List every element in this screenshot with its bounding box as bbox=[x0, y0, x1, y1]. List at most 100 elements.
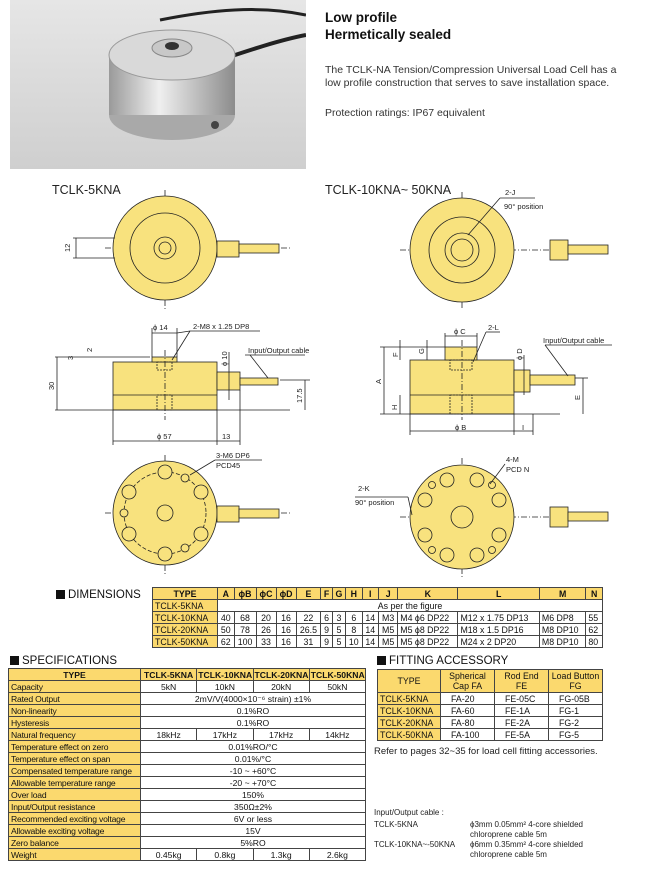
dim-phi57: ϕ 57 bbox=[157, 432, 172, 441]
value-cell: M8 DP10 bbox=[538, 623, 587, 636]
accessory-cell: FA-60 bbox=[440, 704, 495, 717]
fitting-note: Refer to pages 32~35 for load cell fitti… bbox=[374, 746, 598, 757]
spec-label: Capacity bbox=[8, 680, 141, 693]
type-cell: TCLK-5KNA bbox=[151, 599, 219, 612]
spec-value: 5kN bbox=[139, 680, 198, 693]
product-description: The TCLK-NA Tension/Compression Universa… bbox=[325, 64, 617, 89]
column-header: ϕB bbox=[233, 587, 257, 600]
label-e: E bbox=[573, 395, 582, 400]
spec-value: 20kN bbox=[252, 680, 310, 693]
spec-label: Natural frequency bbox=[8, 728, 141, 741]
dim-12: 12 bbox=[63, 244, 72, 252]
value-cell: 14 bbox=[361, 635, 380, 648]
spec-value: -10 ~ +60°C bbox=[140, 764, 366, 777]
accessory-cell: FA-100 bbox=[440, 728, 495, 741]
product-photo bbox=[10, 0, 307, 169]
accessory-cell: FE-05C bbox=[494, 692, 549, 705]
cable-type: TCLK-10KNA~-50KNA bbox=[374, 840, 456, 849]
spec-value: 6V or less bbox=[140, 812, 366, 825]
cable-title: Input/Output cable : bbox=[374, 808, 444, 817]
spec-value: 0.8kg bbox=[196, 848, 254, 861]
label-g: G bbox=[417, 348, 426, 354]
value-cell: 9 bbox=[320, 635, 333, 648]
value-cell: M5 ϕ8 DP22 bbox=[397, 623, 459, 636]
accessory-cell: FE-1A bbox=[494, 704, 549, 717]
value-cell: 14 bbox=[361, 611, 380, 624]
column-header: L bbox=[457, 587, 540, 600]
spec-value: 1.3kg bbox=[252, 848, 310, 861]
column-header: TYPE bbox=[8, 668, 141, 681]
column-header: E bbox=[295, 587, 322, 600]
drawing-title-10-50kna: TCLK-10KNA~ 50KNA bbox=[325, 183, 452, 197]
accessory-cell: FE-2A bbox=[494, 716, 549, 729]
cable-spec: chloroprene cable 5m bbox=[470, 830, 547, 839]
spec-label: Compensated temperature range bbox=[8, 764, 141, 777]
value-cell: 3 bbox=[331, 611, 347, 624]
value-cell: 33 bbox=[255, 635, 277, 648]
spec-label: Hysteresis bbox=[8, 716, 141, 729]
value-cell: 6 bbox=[345, 611, 363, 624]
accessory-cell: FA-80 bbox=[440, 716, 495, 729]
label-2k-position: 90° position bbox=[355, 498, 394, 507]
left-bottom-view bbox=[105, 455, 290, 575]
value-cell: 5 bbox=[331, 635, 347, 648]
label-phic: ϕ C bbox=[454, 327, 466, 336]
spec-value: 350Ω±2% bbox=[140, 800, 366, 813]
value-cell: M18 x 1.5 DP16 bbox=[457, 623, 540, 636]
spec-value: 10kN bbox=[196, 680, 254, 693]
thread-label: 2-M8 x 1.25 DP8 bbox=[193, 322, 249, 331]
right-side-view bbox=[380, 331, 612, 435]
column-header: ϕC bbox=[255, 587, 277, 600]
column-header: TCLK-5KNA bbox=[139, 668, 198, 681]
cable-spec: ϕ3mm 0.05mm² 4-core shielded bbox=[470, 820, 583, 829]
spec-value: 150% bbox=[140, 788, 366, 801]
accessory-cell: FG-05B bbox=[548, 692, 603, 705]
spec-value: 0.45kg bbox=[139, 848, 198, 861]
column-header: ϕD bbox=[275, 587, 297, 600]
column-header: TYPE bbox=[151, 587, 219, 600]
value-cell: M8 DP10 bbox=[538, 635, 587, 648]
value-cell: 22 bbox=[295, 611, 322, 624]
cable-spec: ϕ6mm 0.35mm² 4-core shielded bbox=[470, 840, 583, 849]
spec-label: Over load bbox=[8, 788, 141, 801]
value-cell: 9 bbox=[320, 623, 333, 636]
label-2j: 2-J bbox=[505, 188, 516, 197]
dim-phi10: ϕ 10 bbox=[220, 351, 229, 366]
label-2l: 2-L bbox=[488, 323, 499, 332]
dim-30: 30 bbox=[47, 382, 56, 390]
fitting-accessory-heading: FITTING ACCESSORY bbox=[377, 655, 508, 667]
value-cell: 6 bbox=[320, 611, 333, 624]
value-cell: 68 bbox=[233, 611, 257, 624]
label-h: H bbox=[390, 405, 399, 410]
column-header: TCLK-50KNA bbox=[308, 668, 367, 681]
cable-label-left: Input/Output cable bbox=[248, 346, 309, 355]
spec-label: Allowable exciting voltage bbox=[8, 824, 141, 837]
spec-value: 2.6kg bbox=[308, 848, 367, 861]
label-i: I bbox=[522, 423, 524, 432]
dim-13: 13 bbox=[222, 432, 230, 441]
load-cell-image bbox=[108, 8, 307, 140]
label-phid: ϕ D bbox=[515, 348, 524, 360]
header-line: Rod End bbox=[504, 671, 539, 681]
headline-hermetically-sealed: Hermetically sealed bbox=[325, 27, 452, 42]
spec-value: 0.1%RO bbox=[140, 716, 366, 729]
column-header: M bbox=[538, 587, 587, 600]
as-per-figure-cell: As per the figure bbox=[217, 599, 603, 612]
accessory-cell: FG-2 bbox=[548, 716, 603, 729]
spec-value: 18kHz bbox=[139, 728, 198, 741]
cable-spec: chloroprene cable 5m bbox=[470, 850, 547, 859]
pcd45-label: PCD45 bbox=[216, 461, 240, 470]
column-header: F bbox=[320, 587, 333, 600]
spec-value: 0.01%RO/°C bbox=[140, 740, 366, 753]
